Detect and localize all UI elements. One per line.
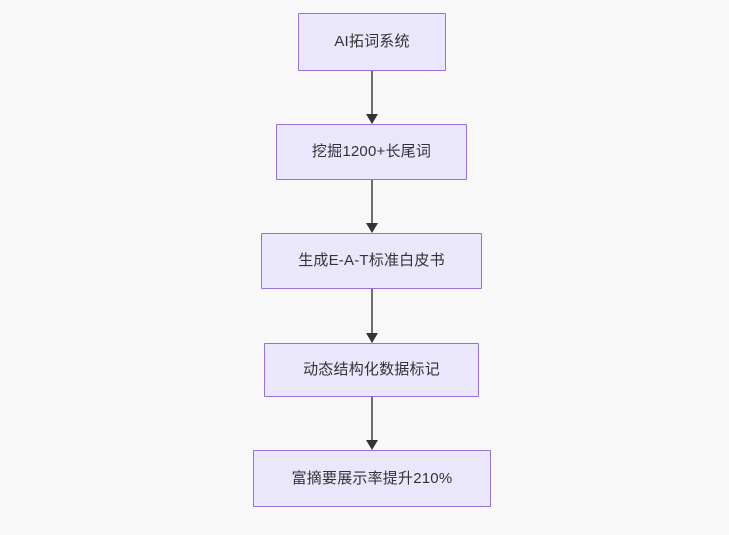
flow-node-label: 动态结构化数据标记 <box>303 361 440 378</box>
flow-node-mine-longtail-keywords[interactable]: 挖掘1200+长尾词 <box>276 124 467 180</box>
flow-node-ai-keyword-system[interactable]: AI拓词系统 <box>298 13 446 71</box>
flow-node-label: 挖掘1200+长尾词 <box>311 143 432 160</box>
flow-edge-1-to-2 <box>366 71 378 124</box>
flow-node-generate-eat-whitepaper[interactable]: 生成E-A-T标准白皮书 <box>261 233 482 289</box>
flow-node-label: 生成E-A-T标准白皮书 <box>298 252 445 269</box>
flow-node-rich-snippet-impression-uplift[interactable]: 富摘要展示率提升210% <box>253 450 491 507</box>
flow-node-label: AI拓词系统 <box>334 33 410 50</box>
arrowhead-icon <box>366 440 378 450</box>
arrowhead-icon <box>366 114 378 124</box>
arrowhead-icon <box>366 223 378 233</box>
flow-edge-4-to-5 <box>366 397 378 450</box>
flow-edge-3-to-4 <box>366 289 378 343</box>
flow-edge-2-to-3 <box>366 180 378 233</box>
flow-node-dynamic-structured-data-markup[interactable]: 动态结构化数据标记 <box>264 343 479 397</box>
arrowhead-icon <box>366 333 378 343</box>
flow-node-label: 富摘要展示率提升210% <box>291 469 453 487</box>
